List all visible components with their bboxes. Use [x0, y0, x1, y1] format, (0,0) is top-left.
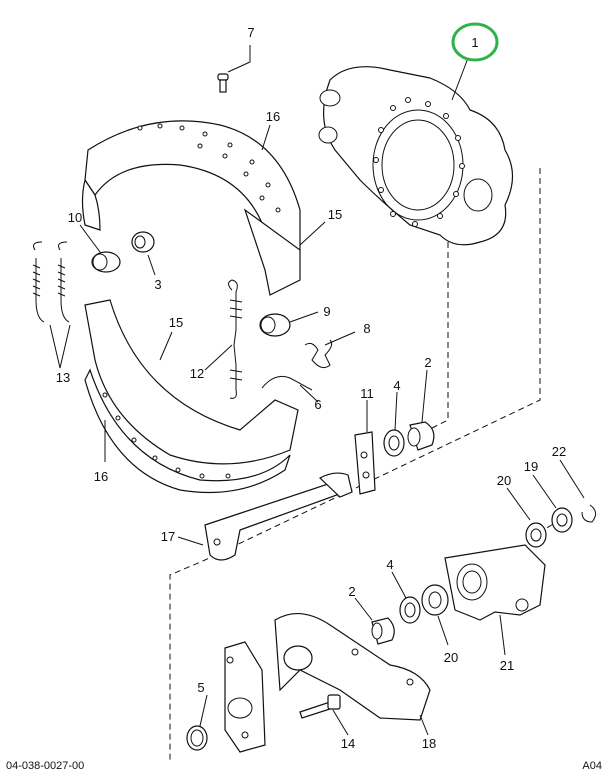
callout-18: 18: [422, 736, 436, 751]
callout-15: 15: [169, 315, 183, 330]
lower-washer-part: [421, 584, 449, 616]
callout-16: 16: [266, 109, 280, 124]
snap-ring-part: [581, 504, 596, 523]
callout-10: 10: [68, 210, 82, 225]
callout-17: 17: [161, 529, 175, 544]
lower-brake-shoe-part: [84, 299, 299, 494]
callout-19: 19: [524, 459, 538, 474]
callout-8: 8: [363, 321, 370, 336]
lower-seal-part: [399, 596, 421, 624]
lower-bushing-part: [371, 617, 395, 645]
rivet-part: [217, 73, 229, 93]
spider-plate-part: [318, 66, 514, 246]
camshaft-bracket-part: [224, 613, 431, 753]
callout-21: 21: [500, 658, 514, 673]
callout-20: 20: [444, 650, 458, 665]
upper-brake-shoe-part: [81, 120, 301, 296]
leader-lines: [49, 45, 585, 736]
callout-22: 22: [552, 444, 566, 459]
callout-2: 2: [348, 584, 355, 599]
callout-15: 15: [328, 207, 342, 222]
callout-4: 4: [393, 378, 400, 393]
highlight-circle: [451, 22, 499, 62]
bushing-part: [131, 231, 155, 253]
callout-6: 6: [314, 397, 321, 412]
callout-labels: 1 2 2 3 4 4 5 6 7 8 9 10 11 12 13 14 15 …: [56, 25, 566, 751]
callout-20: 20: [497, 473, 511, 488]
callout-9: 9: [323, 304, 330, 319]
callout-1: 1: [471, 35, 478, 50]
washer-part: [525, 522, 547, 548]
callout-4: 4: [386, 557, 393, 572]
slack-adjuster-part: [444, 544, 546, 621]
retaining-ring-part: [186, 725, 208, 751]
upper-seal-part: [383, 429, 405, 457]
callout-11: 11: [360, 386, 374, 401]
retainer-clip-part: [304, 339, 333, 369]
spring-clip-part: [261, 375, 313, 391]
anchor-roller-part: [259, 313, 291, 337]
callout-14: 14: [341, 736, 355, 751]
roller-part: [91, 251, 121, 273]
sheet-code: A04: [582, 760, 602, 772]
bracket-part: [354, 431, 376, 495]
lining-rivet-holes: [137, 123, 281, 213]
callout-5: 5: [197, 680, 204, 695]
callout-2: 2: [424, 355, 431, 370]
drawing-number: 04-038-0027-00: [6, 760, 85, 772]
callout-3: 3: [154, 277, 161, 292]
callout-7: 7: [247, 25, 254, 40]
camshaft-part: [204, 472, 353, 561]
return-springs-part: [32, 241, 70, 323]
callout-13: 13: [56, 370, 70, 385]
bolt-part: [299, 694, 341, 719]
upper-bushing-part: [407, 421, 435, 451]
callout-12: 12: [190, 366, 204, 381]
spacer-washer-part: [551, 507, 573, 533]
callout-16: 16: [94, 469, 108, 484]
shoe-spring-part: [228, 279, 243, 399]
